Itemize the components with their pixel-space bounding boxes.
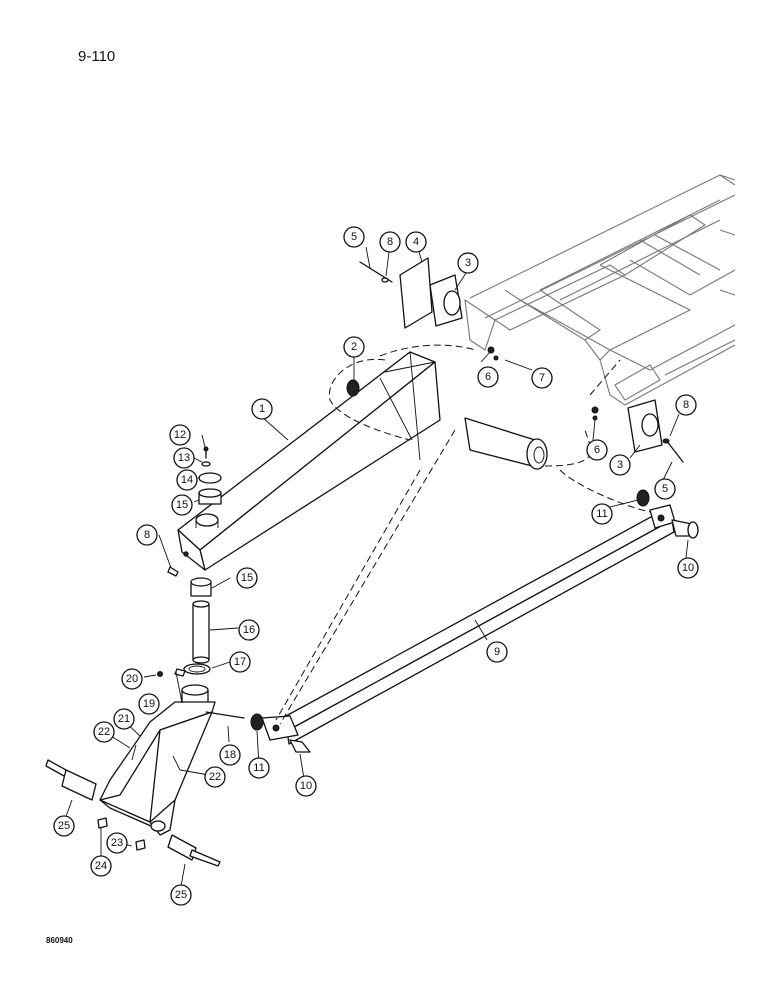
svg-text:19: 19 (143, 698, 155, 710)
callout-1: 1 (251, 398, 273, 420)
svg-text:5: 5 (662, 483, 668, 495)
callout-24: 24 (90, 855, 112, 877)
callout-14: 14 (176, 469, 198, 491)
svg-text:18: 18 (224, 749, 236, 761)
svg-text:25: 25 (58, 820, 70, 832)
callout-10-left: 10 (295, 775, 317, 797)
svg-text:2: 2 (351, 341, 357, 353)
callout-25-left: 25 (53, 815, 75, 837)
svg-text:7: 7 (539, 372, 545, 384)
pivot-tube (464, 417, 548, 470)
svg-text:6: 6 (594, 444, 600, 456)
svg-text:5: 5 (351, 231, 357, 243)
tongue-beam (177, 351, 441, 571)
svg-text:9: 9 (494, 646, 500, 658)
callout-15-lower: 15 (236, 567, 258, 589)
callout-25-right: 25 (170, 884, 192, 906)
svg-text:24: 24 (95, 860, 107, 872)
callout-23: 23 (106, 832, 128, 854)
svg-text:13: 13 (178, 452, 190, 464)
svg-text:15: 15 (241, 572, 253, 584)
callout-17: 17 (229, 651, 251, 673)
callout-10-right: 10 (677, 557, 699, 579)
svg-text:8: 8 (387, 236, 393, 248)
svg-text:25: 25 (175, 889, 187, 901)
svg-text:3: 3 (465, 257, 471, 269)
svg-text:10: 10 (300, 780, 312, 792)
callout-22-left: 22 (93, 721, 115, 743)
callout-5-upper: 5 (343, 226, 365, 248)
tension-link (261, 504, 676, 745)
svg-text:1: 1 (259, 403, 265, 415)
callout-22-right: 22 (204, 766, 226, 788)
callout-15-upper: 15 (171, 494, 193, 516)
lower-mount-brackets (627, 399, 684, 463)
svg-text:6: 6 (485, 371, 491, 383)
link-pins-and-nuts (250, 489, 699, 753)
svg-text:20: 20 (126, 673, 138, 685)
pin-hardware-stack (198, 446, 222, 505)
callout-21: 21 (113, 708, 135, 730)
svg-text:11: 11 (596, 508, 607, 520)
callout-18: 18 (219, 744, 241, 766)
svg-text:15: 15 (176, 499, 188, 511)
callout-12: 12 (169, 424, 191, 446)
svg-text:22: 22 (209, 771, 221, 783)
upper-mount-brackets (359, 257, 463, 329)
callout-11-left: 11 (248, 757, 270, 779)
svg-text:17: 17 (234, 656, 246, 668)
svg-text:3: 3 (617, 459, 623, 471)
callout-8-upper: 8 (379, 231, 401, 253)
callout-19: 19 (138, 693, 160, 715)
callout-11-right: 11 (591, 503, 613, 525)
callout-8-left: 8 (136, 524, 158, 546)
svg-text:22: 22 (98, 726, 110, 738)
callout-4: 4 (405, 231, 427, 253)
svg-text:11: 11 (253, 762, 264, 774)
callout-9: 9 (486, 641, 508, 663)
king-pin (183, 577, 212, 675)
svg-text:23: 23 (111, 837, 123, 849)
svg-text:12: 12 (174, 429, 186, 441)
callout-8-right: 8 (675, 394, 697, 416)
callout-20: 20 (121, 668, 143, 690)
callout-6-lower: 6 (586, 439, 608, 461)
callout-7: 7 (531, 367, 553, 389)
svg-text:21: 21 (118, 713, 130, 725)
page-number: 9-110 (78, 48, 116, 65)
callout-3-upper: 3 (457, 252, 479, 274)
callout-13: 13 (173, 447, 195, 469)
svg-text:8: 8 (144, 529, 150, 541)
svg-text:4: 4 (413, 236, 419, 248)
king-pin-boss (195, 513, 219, 528)
svg-text:14: 14 (181, 474, 193, 486)
implement-frame (464, 174, 736, 406)
spindles (45, 759, 221, 867)
spindle-bracket (99, 684, 216, 836)
callout-2: 2 (343, 336, 365, 358)
drawing-code: 860940 (46, 936, 73, 945)
svg-text:8: 8 (683, 399, 689, 411)
callout-6-upper: 6 (477, 366, 499, 388)
svg-text:16: 16 (243, 624, 255, 636)
svg-text:10: 10 (682, 562, 694, 574)
callout-3-lower: 3 (609, 454, 631, 476)
callout-5-lower: 5 (654, 478, 676, 500)
phantom-lines (275, 344, 651, 725)
callout-16: 16 (238, 619, 260, 641)
